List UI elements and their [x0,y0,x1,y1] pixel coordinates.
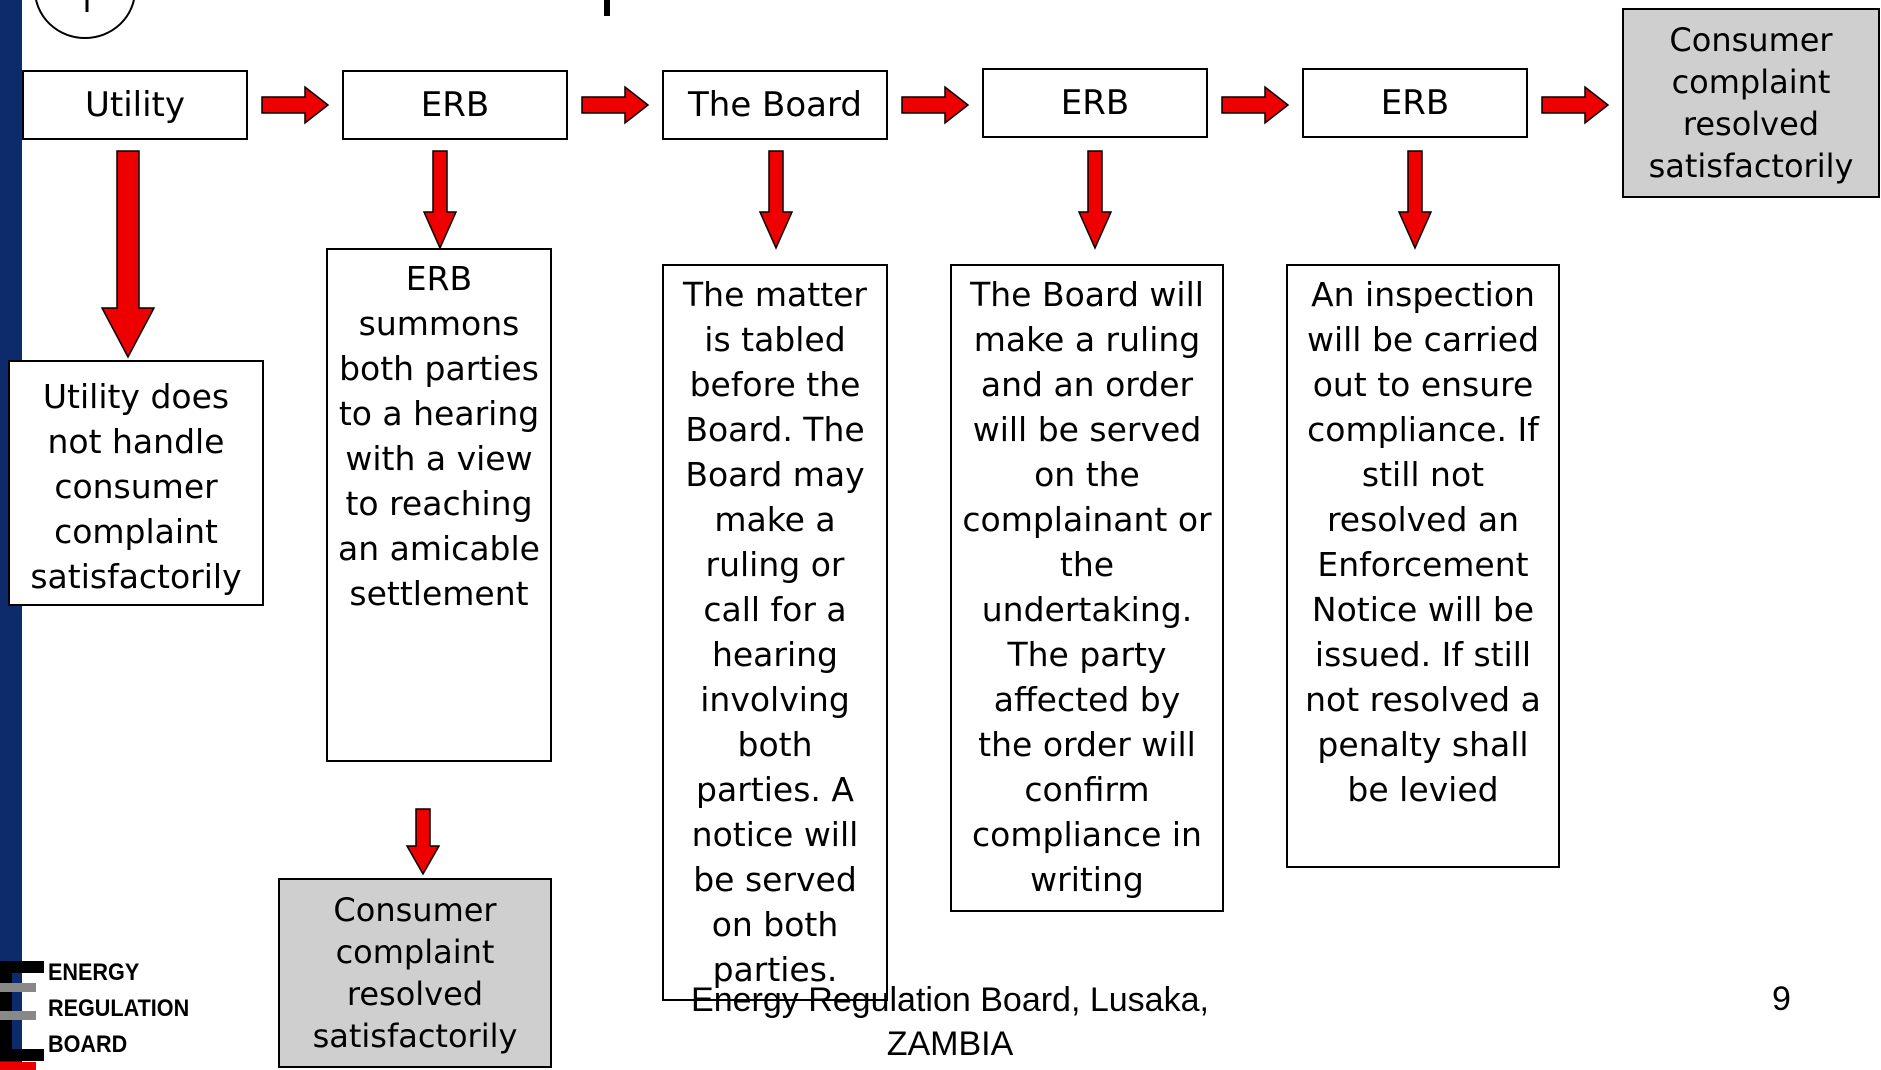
arrow-right-2 [581,85,650,125]
step-5-desc: An inspection will be carried out to ens… [1286,264,1560,868]
arrow-down-2 [422,150,458,250]
step-1-head: Utility [22,70,248,140]
step-2-head: ERB [342,70,568,140]
step-3-head: The Board [662,70,888,140]
title-fragment [604,0,610,16]
outcome-top-box: Consumer complaint resolved satisfactori… [1622,8,1880,198]
step-3-desc-text: The matter is tabled before the Board. T… [683,275,867,989]
footer-line-1: Energy Regulation Board, Lusaka, [691,981,1209,1019]
logo-line-3: BOARD [48,1031,128,1058]
arrow-right-5 [1541,85,1610,125]
step-4-desc-text: The Board will make a ruling and an orde… [962,275,1212,899]
step-3-desc: The matter is tabled before the Board. T… [662,264,888,1001]
arrow-right-1 [261,85,330,125]
logo-mark-icon [0,961,44,1070]
step-2-desc-text: ERB summons both parties to a hearing wi… [338,259,540,613]
step-4-head-label: ERB [1060,83,1130,123]
step-3-head-label: The Board [688,85,862,125]
step-5-head-label: ERB [1380,83,1450,123]
step-5-desc-text: An inspection will be carried out to ens… [1305,275,1541,809]
arrow-down-3 [758,150,794,250]
footer: Energy Regulation Board, Lusaka, ZAMBIA [640,978,1260,1066]
arrow-down-4 [1077,150,1113,250]
outcome-top-label: Consumer complaint resolved satisfactori… [1648,21,1854,185]
outcome-bottom-box: Consumer complaint resolved satisfactori… [278,878,552,1068]
arrow-down-1 [100,150,156,359]
arrow-down-5 [1397,150,1433,250]
logo-line-2: REGULATION [48,995,190,1022]
step-1-desc-text: Utility does not handle consumer complai… [30,376,242,596]
step-4-head: ERB [982,68,1208,138]
step-number-circle [35,0,135,39]
step-5-head: ERB [1302,68,1528,138]
step-4-desc: The Board will make a ruling and an orde… [950,264,1224,912]
arrow-down-6 [405,808,441,876]
erb-logo: ENERGY REGULATION BOARD [0,955,190,1070]
arrow-right-3 [901,85,970,125]
footer-line-2: ZAMBIA [886,1025,1014,1063]
step-2-desc: ERB summons both parties to a hearing wi… [326,248,552,762]
step-2-head-label: ERB [420,85,490,125]
arrow-right-4 [1221,85,1290,125]
logo-line-1: ENERGY [48,959,140,986]
step-1-head-label: Utility [84,85,185,125]
step-1-desc: Utility does not handle consumer complai… [8,360,264,606]
outcome-bottom-label: Consumer complaint resolved satisfactori… [312,891,518,1055]
page-number: 9 [1772,980,1791,1018]
